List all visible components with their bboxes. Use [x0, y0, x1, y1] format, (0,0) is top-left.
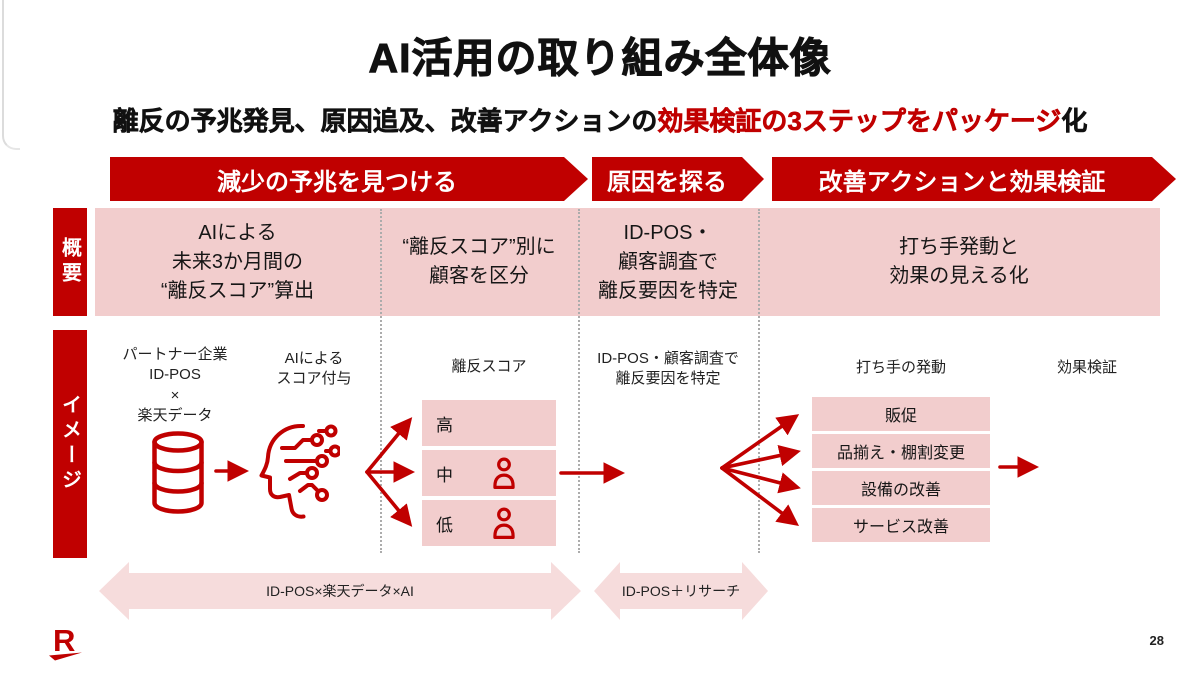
screen-edge-artifact [2, 0, 20, 150]
action-box-facility: 設備の改善 [812, 471, 990, 505]
overview-col-identify: ID-POS・ 顧客調査で 離反要因を特定 [578, 208, 758, 316]
arrow-fan-low [365, 470, 413, 527]
step-banner-find-cause: 原因を探る [592, 157, 764, 201]
score-box-mid: 中 [422, 450, 556, 496]
overview-col-score-calc: AIによる 未来3か月間の “離反スコア”算出 [95, 208, 380, 316]
overview-col-action: 打ち手発動と 効果の見える化 [758, 208, 1160, 316]
subtitle-highlight: 効果検証の3ステップをパッケージ [657, 106, 1062, 137]
step-banner-find-signs-label: 減少の予兆を見つける [217, 168, 457, 196]
overview-col-segment: “離反スコア”別に 顧客を区分 [380, 208, 578, 316]
score-box-low-label: 低 [436, 515, 453, 535]
score-box-low: 低 [422, 500, 556, 546]
column-divider-1 [380, 209, 382, 553]
column-divider-2 [578, 209, 580, 553]
step-banner-improve-verify: 改善アクションと効果検証 [772, 157, 1176, 201]
person-icon [493, 457, 515, 489]
database-icon [152, 431, 204, 514]
person-icon [493, 507, 515, 539]
logo-letter: R [53, 623, 75, 658]
score-box-high: 高 [422, 400, 556, 446]
row-label-image-text: イメージ [58, 394, 81, 494]
score-box-mid-label: 中 [436, 465, 453, 485]
rakuten-r-logo: R [49, 623, 82, 661]
identify-factor-label: ID-POS・顧客調査で 離反要因を特定 [597, 350, 739, 388]
arrow-fan-high [365, 417, 413, 474]
action-box-assortment: 品揃え・棚割変更 [812, 434, 990, 468]
overview-col-action-text: 打ち手発動と 効果の見える化 [889, 236, 1029, 287]
action-box-service: サービス改善 [812, 508, 990, 542]
row-label-overview-text: 概要 [58, 237, 81, 287]
score-box-high-label: 高 [436, 415, 453, 435]
column-divider-3 [758, 209, 760, 553]
overview-col-segment-text: “離反スコア”別に 顧客を区分 [402, 236, 556, 287]
row-label-image: イメージ [53, 330, 87, 558]
churn-score-label: 離反スコア [451, 358, 527, 375]
verify-title-label: 効果検証 [1056, 359, 1117, 376]
subtitle-text: 離反の予兆発見、原因追及、改善アクションの [112, 106, 658, 137]
bottom-arrow-idpos-rakuten-ai: ID-POS×楽天データ×AI [99, 562, 581, 620]
step-banner-find-cause-label: 原因を探る [607, 168, 727, 196]
bottom-arrow-idpos-rakuten-ai-label: ID-POS×楽天データ×AI [266, 583, 414, 599]
row-label-overview: 概要 [53, 208, 87, 316]
slide-subtitle: 離反の予兆発見、原因追及、改善アクションの効果検証の3ステップをパッケージ化 [0, 101, 1200, 138]
bottom-arrow-idpos-research: ID-POS＋リサーチ [594, 562, 768, 620]
data-source-label: パートナー企業 ID-POS × 楽天データ [122, 346, 228, 424]
overview-col-identify-text: ID-POS・ 顧客調査で 離反要因を特定 [598, 221, 738, 302]
actions-title-label: 打ち手の発動 [855, 359, 946, 376]
step-banner-find-signs: 減少の予兆を見つける [110, 157, 588, 201]
bottom-arrow-idpos-research-label: ID-POS＋リサーチ [621, 583, 741, 599]
slide-title: AI活用の取り組み全体像 [368, 35, 832, 82]
ai-head-icon [259, 423, 340, 519]
ai-scoring-label: AIによる スコア付与 [276, 350, 352, 388]
page-number: 28 [1149, 633, 1164, 648]
step-banner-improve-verify-label: 改善アクションと効果検証 [818, 168, 1106, 196]
overview-col-score-calc-text: AIによる 未来3か月間の “離反スコア”算出 [160, 221, 315, 302]
subtitle-suffix: 化 [1061, 106, 1088, 137]
overview-band: AIによる 未来3か月間の “離反スコア”算出 “離反スコア”別に 顧客を区分 … [95, 208, 1160, 316]
action-box-promotion: 販促 [812, 397, 990, 431]
